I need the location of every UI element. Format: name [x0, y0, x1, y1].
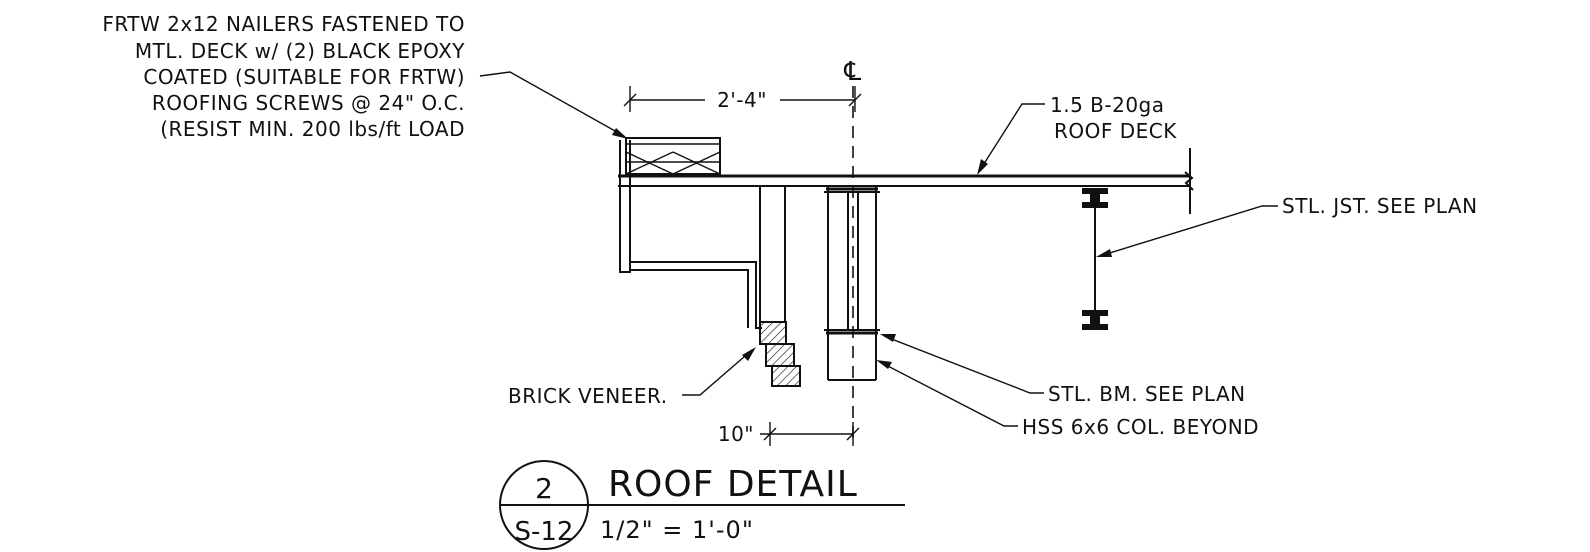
bearing-wall [759, 186, 786, 322]
column-leader [879, 361, 1018, 427]
frtw-nailer [625, 137, 721, 175]
joist-leader [1099, 205, 1278, 257]
beam-leader [883, 335, 1044, 394]
joist-leader-arrow [1096, 249, 1112, 257]
detail-number: 2 [535, 472, 553, 505]
centerline-symbol: ℄ [843, 57, 861, 87]
column-leader-arrow [876, 360, 892, 369]
nailer-note-line-2: MTL. DECK w/ (2) BLACK EPOXY [135, 39, 465, 63]
deck-leader [979, 103, 1045, 171]
detail-scale: 1/2" = 1'-0" [600, 516, 754, 544]
nailer-note-line-1: FRTW 2x12 NAILERS FASTENED TO [102, 12, 465, 36]
nailer-leader [479, 71, 625, 137]
column-note: HSS 6x6 COL. BEYOND [1022, 415, 1259, 439]
beam-note: STL. BM. SEE PLAN [1048, 382, 1246, 406]
nailer-note-line-5: (RESIST MIN. 200 lbs/ft LOAD [160, 117, 465, 141]
brick-veneer [759, 321, 801, 387]
top-dimension: 2'-4" [623, 86, 862, 112]
joist-note: STL. JST. SEE PLAN [1282, 194, 1478, 218]
deck-note-line-2: ROOF DECK [1054, 119, 1177, 143]
bottom-dimension-label: 10" [718, 422, 754, 446]
nailer-leader-arrow [612, 128, 628, 139]
steel-beam [826, 187, 878, 335]
beam-leader-arrow [880, 334, 896, 342]
deck-note-line-1: 1.5 B-20ga [1050, 93, 1165, 117]
brick-leader [682, 349, 753, 396]
nailer-note: FRTW 2x12 NAILERS FASTENED TO MTL. DECK … [102, 12, 465, 141]
detail-title-block: 2 S-12 ROOF DETAIL 1/2" = 1'-0" [499, 460, 905, 550]
bottom-dimension: 10" [718, 422, 860, 446]
roof-deck [618, 148, 1194, 214]
detail-title: ROOF DETAIL [608, 464, 858, 505]
nailer-note-line-4: ROOFING SCREWS @ 24" O.C. [152, 91, 465, 115]
steel-joist [1082, 188, 1108, 330]
brick-note: BRICK VENEER. [508, 384, 668, 408]
brick-leader-arrow [742, 347, 756, 361]
hss-column [824, 186, 880, 381]
edge-angle [619, 140, 762, 329]
nailer-note-line-3: COATED (SUITABLE FOR FRTW) [143, 65, 465, 89]
deck-leader-arrow [977, 159, 988, 175]
sheet-number: S-12 [515, 517, 574, 547]
top-dimension-label: 2'-4" [717, 88, 767, 112]
